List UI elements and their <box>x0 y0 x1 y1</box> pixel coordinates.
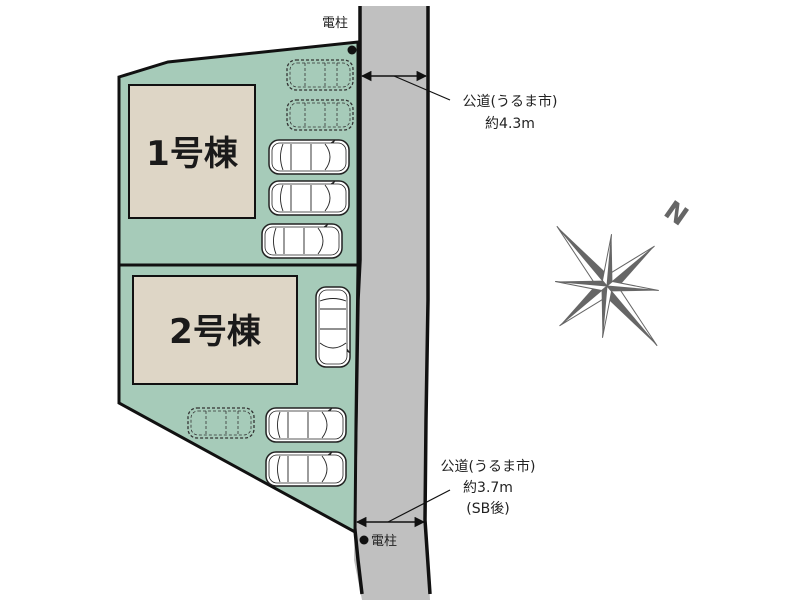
car-icon <box>265 451 347 487</box>
road-bottom-name: 公道(うるま市) <box>441 458 536 475</box>
road-bottom-note: (SB後) <box>466 501 509 517</box>
compass-icon <box>555 225 659 347</box>
utility-pole-icon <box>359 535 369 545</box>
road-top-name: 公道(うるま市) <box>463 93 558 110</box>
building-2 <box>132 275 298 385</box>
car-icon <box>265 407 347 443</box>
road-edge-right <box>423 6 432 595</box>
utility-pole-label-top: 電柱 <box>322 16 348 31</box>
north-label: N <box>658 195 693 232</box>
building-1-label: 1号棟 <box>146 134 239 174</box>
building-1 <box>128 84 256 219</box>
road-bottom-width: 約3.7m <box>463 480 513 496</box>
car-icon <box>268 139 350 175</box>
utility-pole-label-bottom: 電柱 <box>371 534 397 549</box>
leader-line-bottom <box>387 489 451 523</box>
car-icon <box>268 180 350 216</box>
car-icon <box>261 223 343 259</box>
utility-pole-icon <box>347 45 357 55</box>
road-top-width: 約4.3m <box>485 116 535 132</box>
car-icon <box>315 286 351 368</box>
road <box>354 6 430 600</box>
building-2-label: 2号棟 <box>169 312 262 352</box>
leader-line-top <box>393 75 451 101</box>
